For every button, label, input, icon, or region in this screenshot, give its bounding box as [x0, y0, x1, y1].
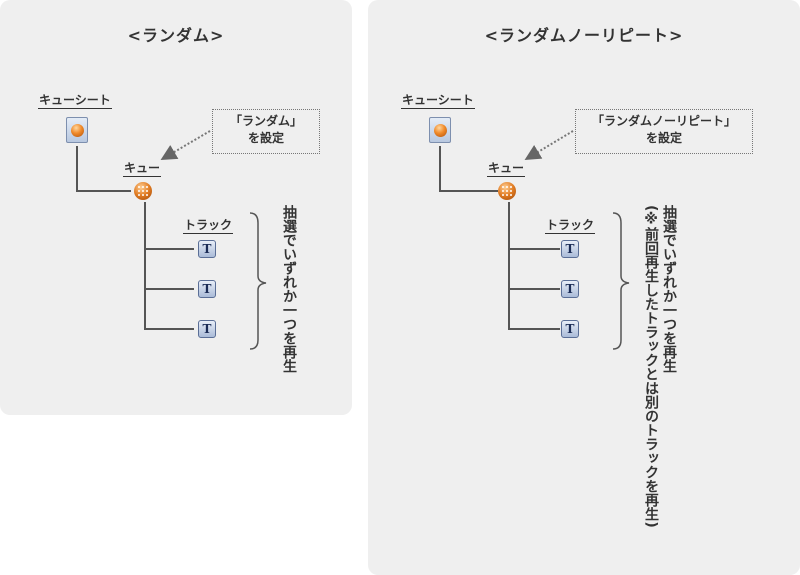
connector-line	[439, 146, 441, 192]
right-panel: <ランダムノーリピート> キューシート キュー トラック T T T 「ランダム…	[368, 0, 800, 575]
connector-line	[508, 202, 510, 330]
callout-text: を設定	[645, 131, 682, 145]
callout-text: 「ランダムノーリピート」	[591, 114, 736, 128]
callout-text: 「ランダム」	[229, 114, 302, 128]
cue-label: キュー	[123, 161, 162, 177]
connector-line	[144, 328, 194, 330]
connector-line	[508, 328, 560, 330]
track-icon: T	[198, 320, 216, 338]
track-label: トラック	[183, 218, 234, 234]
panel-title: <ランダムノーリピート>	[484, 26, 684, 45]
brace	[249, 212, 267, 350]
track-label: トラック	[545, 218, 596, 234]
callout-arrow	[524, 130, 630, 350]
cue-icon	[498, 182, 516, 200]
connector-line	[144, 288, 194, 290]
cue-label: キュー	[487, 161, 526, 177]
track-icon: T	[198, 280, 216, 298]
track-icon: T	[198, 240, 216, 258]
connector-line	[508, 288, 560, 290]
left-panel: <ランダム> キューシート キュー トラック T T T 「ランダム」 を設定 …	[0, 0, 352, 415]
callout-box: 「ランダムノーリピート」 を設定	[575, 109, 753, 154]
callout-text: を設定	[247, 131, 284, 145]
callout-box: 「ランダム」 を設定	[212, 109, 320, 154]
note-text: (※前回再生したトラックとは別のトラックを再生)	[643, 205, 659, 528]
connector-line	[144, 248, 194, 250]
cuesheet-label: キューシート	[401, 93, 475, 109]
description-text: 抽選でいずれか一つを再生	[281, 205, 297, 373]
cue-icon	[134, 182, 152, 200]
description-text: 抽選でいずれか一つを再生	[661, 205, 677, 373]
track-icon: T	[561, 280, 579, 298]
panel-title: <ランダム>	[127, 26, 225, 45]
cuesheet-icon	[66, 117, 88, 143]
connector-line	[439, 190, 498, 192]
brace	[612, 212, 630, 350]
connector-line	[144, 202, 146, 330]
connector-line	[76, 146, 78, 192]
track-icon: T	[561, 320, 579, 338]
cuesheet-icon	[429, 117, 451, 143]
cuesheet-label: キューシート	[38, 93, 112, 109]
connector-line	[76, 190, 131, 192]
callout-arrow	[160, 130, 267, 350]
track-icon: T	[561, 240, 579, 258]
connector-line	[508, 248, 560, 250]
